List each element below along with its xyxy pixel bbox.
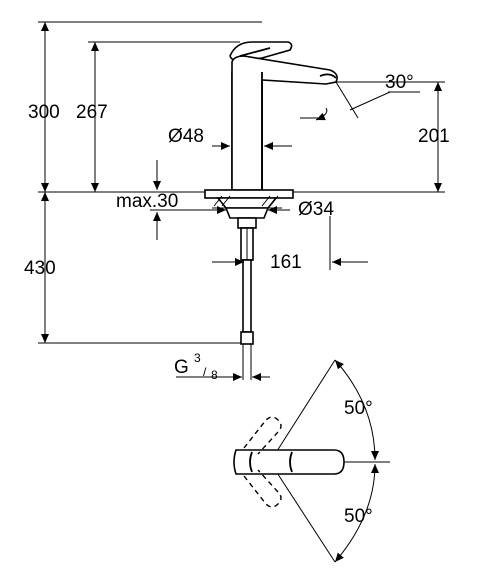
dim-outlet-angle: 30° <box>385 72 414 93</box>
dim-swing-upper: 50° <box>344 398 373 419</box>
dim-thread-base: G <box>174 357 189 378</box>
dim-thread-num: 3 <box>194 351 201 365</box>
dim-projection: 161 <box>270 252 302 273</box>
plan-view <box>233 359 390 563</box>
dim-hole-diameter: Ø34 <box>298 199 334 220</box>
dim-outlet-height: 201 <box>418 126 450 147</box>
dim-total-height: 300 <box>28 102 60 123</box>
dim-thread-slash: / <box>203 365 207 379</box>
dim-body-diameter: Ø48 <box>168 126 204 147</box>
dim-swing-lower: 50° <box>344 506 373 527</box>
dim-hose-length: 430 <box>24 258 56 279</box>
dim-deck-thickness: max.30 <box>116 191 178 212</box>
elevation-view <box>38 21 445 381</box>
dim-thread-den: 8 <box>211 368 218 382</box>
dim-spout-height: 267 <box>76 102 108 123</box>
